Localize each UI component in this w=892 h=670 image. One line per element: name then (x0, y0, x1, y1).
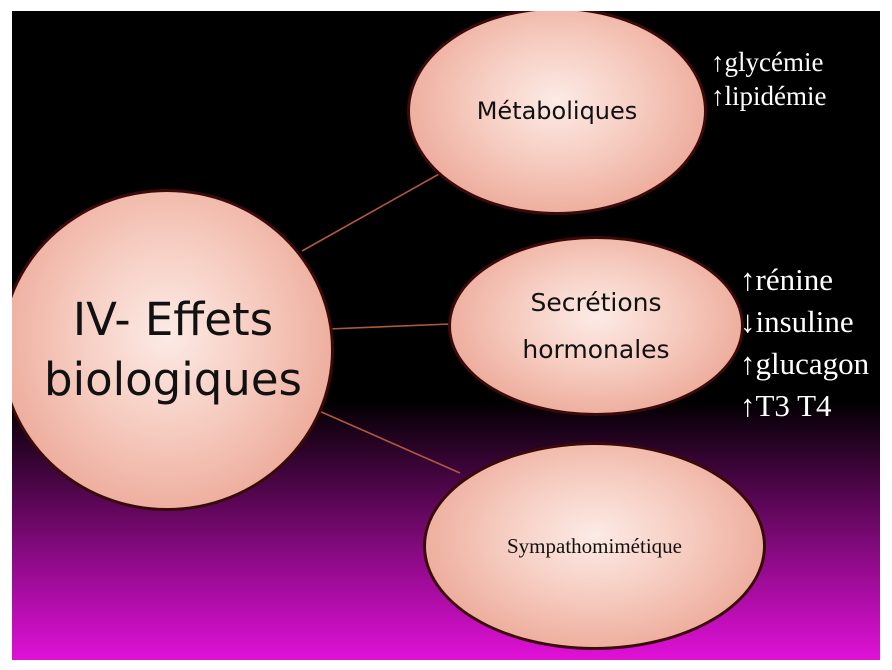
connector-metaboliques (301, 168, 449, 252)
branch-node-sympathomimetique-line-1: Sympathomimétique (507, 533, 682, 558)
branch-node-metaboliques: Métaboliques (407, 11, 707, 215)
branch-node-metaboliques-line-1: Métaboliques (476, 97, 638, 125)
central-node-line-2: biologiques (44, 353, 302, 406)
branch-node-secretions-label: Secrétions hormonales (522, 279, 669, 373)
central-node-title: IV- Effets biologiques (44, 290, 302, 410)
branch-node-sympathomimetique-label: Sympathomimétique (507, 534, 682, 559)
branch-node-secretions-line-2: hormonales (522, 335, 670, 364)
branch-node-sympathomimetique: Sympathomimétique (423, 442, 766, 650)
annotation-secretions: ↑rénine ↓insuline ↑glucagon ↑T3 T4 (740, 259, 869, 427)
slide-canvas: IV- Effets biologiques Métaboliques Secr… (12, 11, 880, 660)
annotation-glucagon: ↑glucagon (740, 346, 870, 381)
central-node-line-1: IV- Effets (72, 293, 274, 346)
connector-secretions (327, 323, 451, 330)
branch-node-secretions-line-1: Secrétions (530, 288, 662, 317)
annotation-metaboliques: ↑glycémie ↑lipidémie (711, 45, 826, 113)
annotation-lipidemie: ↑lipidémie (711, 81, 827, 111)
branch-node-secretions-hormonales: Secrétions hormonales (448, 236, 744, 416)
connector-sympathomimetique (309, 406, 461, 474)
branch-node-metaboliques-label: Métaboliques (477, 97, 638, 125)
central-node: IV- Effets biologiques (12, 189, 334, 511)
annotation-glycemie: ↑glycémie (711, 47, 824, 77)
connector-lines (301, 168, 461, 474)
annotation-renine: ↑rénine (740, 262, 833, 297)
annotation-t3-t4: ↑T3 T4 (740, 388, 832, 423)
annotation-insuline: ↓insuline (740, 304, 854, 339)
